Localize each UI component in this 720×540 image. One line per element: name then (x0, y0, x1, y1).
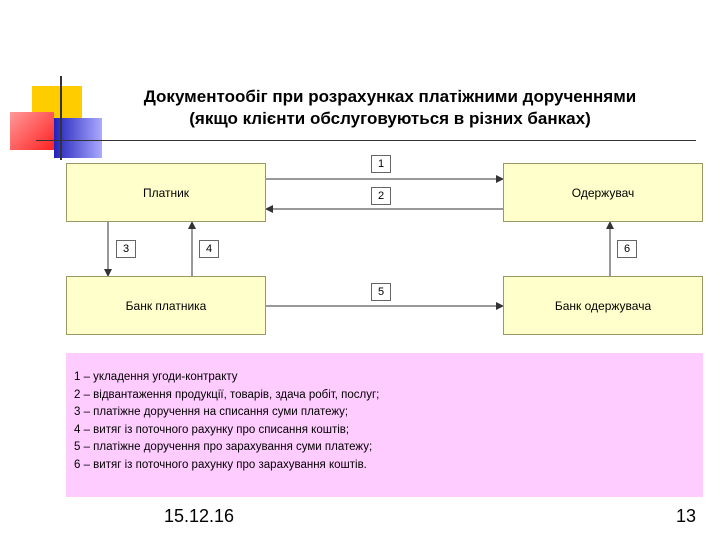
arrow-label-3: 3 (116, 240, 136, 258)
arrow-label-5: 5 (371, 283, 391, 301)
legend-item-5: 5 – платіжне доручення про зарахування с… (74, 441, 373, 454)
arrow-label-2: 2 (371, 187, 391, 205)
deco-red-square (10, 112, 54, 150)
receiver-bank-box: Банк одержувача (503, 276, 703, 335)
deco-blue-square (54, 118, 102, 158)
title-line-2: (якщо клієнти обслуговуються в різних ба… (189, 109, 591, 128)
legend-item-6: 6 – витяг із поточного рахунку про зарах… (74, 458, 367, 471)
footer-date: 15.12.16 (164, 506, 235, 526)
deco-vertical-line (60, 76, 62, 160)
slide-title: Документообіг при розрахунках платіжними… (95, 86, 685, 130)
payer-label: Платник (142, 185, 190, 200)
footer-page-number: 13 (676, 506, 697, 526)
legend-panel: 1 – укладення угоди-контракту 2 – відван… (66, 353, 703, 497)
legend-item-2: 2 – відвантаження продукції, товарів, зд… (74, 388, 380, 401)
arrow-label-6: 6 (617, 240, 637, 258)
receiver-bank-label: Банк одержувача (554, 298, 652, 313)
payer-box: Платник (66, 163, 266, 222)
receiver-box: Одержувач (503, 163, 703, 222)
receiver-label: Одержувач (571, 185, 635, 200)
arrow-label-4: 4 (199, 240, 219, 258)
legend-item-1: 1 – укладення угоди-контракту (74, 371, 238, 383)
deco-horizontal-line (36, 140, 696, 141)
payer-bank-label: Банк платника (125, 298, 207, 313)
title-line-1: Документообіг при розрахунках платіжними… (143, 87, 637, 106)
payer-bank-box: Банк платника (66, 276, 266, 335)
legend-item-3: 3 – платіжне доручення на списання суми … (74, 406, 349, 419)
legend-item-4: 4 – витяг із поточного рахунку про списа… (74, 423, 350, 436)
arrow-label-1: 1 (371, 155, 391, 173)
